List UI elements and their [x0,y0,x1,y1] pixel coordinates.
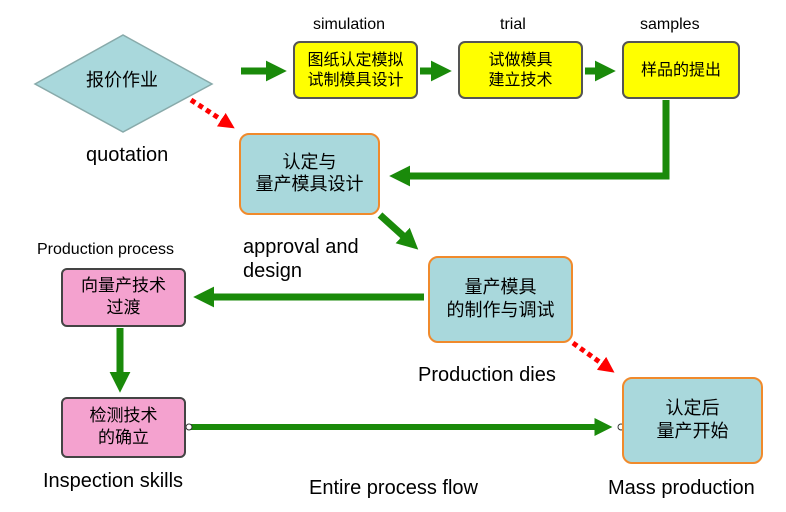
trial-box-text: 试做模具 建立技术 [488,50,553,89]
production-dies-caption: Production dies [418,364,556,386]
trial-caption: trial [500,16,526,33]
trial-box[interactable]: 试做模具 建立技术 [458,41,583,99]
approval-box[interactable]: 认定与 量产模具设计 [239,133,380,215]
simulation-box[interactable]: 图纸认定模拟 试制模具设计 [293,41,418,99]
inspection-box[interactable]: 检测技术 的确立 [61,397,186,458]
mass-production-caption: Mass production [608,477,755,499]
mass-production-box-text: 认定后 量产开始 [656,398,729,442]
arrow-approval-to-dies [377,212,419,250]
samples-caption: samples [640,16,700,33]
transition-box[interactable]: 向量产技术 过渡 [61,268,186,327]
quotation-caption: quotation [86,144,169,166]
dashed-arrow-dies-to-mass [571,340,615,373]
mass-production-box[interactable]: 认定后 量产开始 [622,377,763,464]
simulation-box-text: 图纸认定模拟 试制模具设计 [307,50,404,89]
dashed-arrow-quotation-to-approval [189,97,235,129]
production-dies-box-text: 量产模具 的制作与调试 [446,277,555,321]
samples-box[interactable]: 样品的提出 [622,41,740,99]
production-dies-box[interactable]: 量产模具 的制作与调试 [428,256,573,343]
inspection-box-text: 检测技术 的确立 [89,406,158,448]
inspection-caption: Inspection skills [43,470,184,492]
quotation-label: 报价作业 [86,70,158,91]
connector-dot-start [185,423,193,431]
quotation-diamond[interactable] [33,34,214,133]
samples-box-text: 样品的提出 [640,60,721,79]
entire-process-title: Entire process flow [309,477,478,499]
approval-box-text: 认定与 量产模具设计 [255,151,364,196]
approval-caption: approval and design [243,236,359,282]
transition-box-text: 向量产技术 过渡 [81,276,166,318]
production-process-caption: Production process [37,241,174,258]
simulation-caption: simulation [313,16,386,33]
arrow-samples-to-approval [389,100,670,187]
